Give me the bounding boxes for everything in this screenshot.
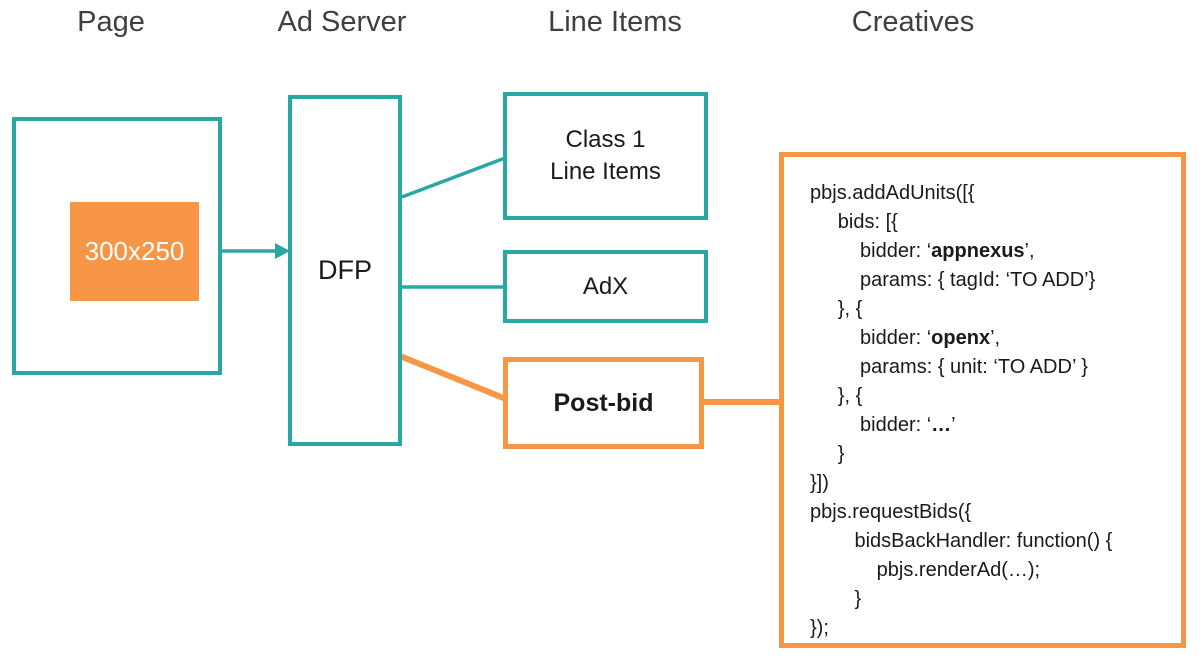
postbid-label: Post-bid — [553, 388, 654, 417]
class1-line-items-box[interactable]: Class 1 Line Items — [503, 92, 708, 220]
code-snippet: pbjs.addAdUnits([{ bids: [{ bidder: ‘app… — [810, 182, 1113, 639]
connector-dfp-to-class1 — [401, 156, 506, 199]
connector-dfp-to-postbid — [398, 353, 508, 402]
class1-line-items-label: Class 1 Line Items — [550, 126, 661, 185]
column-header-page: Page — [77, 6, 145, 38]
adx-label: AdX — [582, 272, 629, 300]
column-header-ad-server: Ad Server — [277, 6, 407, 38]
postbid-box[interactable]: Post-bid — [503, 357, 704, 449]
adx-box[interactable]: AdX — [503, 250, 708, 323]
column-header-creatives: Creatives — [851, 6, 975, 38]
dfp-box[interactable]: DFP — [288, 95, 402, 446]
column-header-line-items: Line Items — [548, 6, 682, 38]
ad-slot-300x250[interactable]: 300x250 — [70, 202, 199, 301]
dfp-label: DFP — [318, 255, 372, 285]
page-box: 300x250 — [12, 117, 222, 375]
creatives-code-box: pbjs.addAdUnits([{ bids: [{ bidder: ‘app… — [779, 152, 1186, 648]
